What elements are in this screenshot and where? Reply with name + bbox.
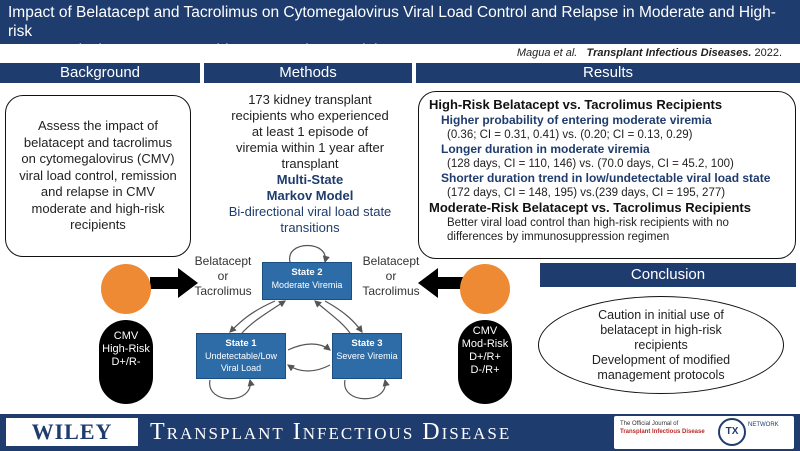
state2-to-state3-arrow <box>324 300 363 333</box>
conclusion-line-1: Caution in initial use of <box>598 307 724 322</box>
state1-self-loop <box>209 378 255 400</box>
official-journal-note: The Official Journal of Transplant Infec… <box>620 420 705 436</box>
patient-left-line-2: High-Risk <box>102 343 150 355</box>
official-journal-text: The Official Journal of <box>620 421 679 427</box>
citation-journal: Transplant Infectious Diseases. <box>586 47 752 59</box>
methods-heading: Methods <box>279 64 337 81</box>
citation: Magua et al. Transplant Infectious Disea… <box>517 47 782 59</box>
results-box: High-Risk Belatacept vs. Tacrolimus Reci… <box>418 91 796 259</box>
official-journal-name: Transplant Infectious Disease <box>620 429 705 435</box>
citation-year: 2022. <box>754 47 782 59</box>
conclusion-line-3: recipients <box>634 337 688 352</box>
state2-self-loop <box>289 244 330 264</box>
patient-right-line-2: Mod-Risk <box>461 338 509 350</box>
drug-right-line-1: Belatacept <box>362 254 420 268</box>
markov-title-line-1: Multi-State <box>276 172 344 187</box>
wiley-logo: WILEY <box>6 418 138 446</box>
state-2-title: State 2 <box>291 267 323 278</box>
tx-network-logo: TX <box>718 418 746 446</box>
arrow-right-icon <box>150 268 198 298</box>
conclusion-line-2: belatacept in high-risk <box>600 322 722 337</box>
state3-to-state2-arrow <box>314 300 351 334</box>
title-line-1: Impact of Belatacept and Tacrolimus on C… <box>8 4 776 40</box>
result-item-3-detail: (172 days, CI = 148, 195) vs.(239 days, … <box>447 187 726 199</box>
results-high-risk-heading: High-Risk Belatacept vs. Tacrolimus Reci… <box>429 97 723 112</box>
drug-left-line-3: Tacrolimus <box>194 284 252 298</box>
drug-right-line-3: Tacrolimus <box>362 284 420 298</box>
result-item-2-detail: (128 days, CI = 110, 146) vs. (70.0 days… <box>447 158 734 170</box>
person-icon <box>460 264 510 314</box>
background-box: Assess the impact of belatacept and tacr… <box>5 95 191 257</box>
markov-model-title: Multi-State Markov Model <box>215 172 405 204</box>
methods-text: 173 kidney transplant recipients who exp… <box>231 92 389 171</box>
title-line-2: Cytomegalovirus Serostatus Kidney Transp… <box>8 42 407 59</box>
results-mod-risk-text: Better viral load control than high-risk… <box>447 217 729 243</box>
methods-band <box>204 63 412 83</box>
state1-to-state3-arrow <box>287 343 331 351</box>
drug-label-left: Belatacept or Tacrolimus <box>188 254 258 299</box>
footer-journal-title: Transplant Infectious Disease <box>150 419 512 445</box>
state-1-box: State 1 Undetectable/Low Viral Load <box>196 333 286 379</box>
citation-authors: Magua et al. <box>516 47 578 59</box>
result-item-3-label: Shorter duration trend in low/undetectab… <box>441 171 771 185</box>
state-1-title: State 1 <box>225 338 257 349</box>
patient-right-line-4: D-/R+ <box>470 364 500 376</box>
patient-high-risk: CMV High-Risk D+/R- <box>96 264 156 408</box>
results-band <box>416 63 800 83</box>
drug-left-line-1: Belatacept <box>194 254 252 268</box>
conclusion-oval: Caution in initial use of belatacept in … <box>538 296 784 394</box>
markov-title-line-2: Markov Model <box>266 188 354 203</box>
state-3-box: State 3 Severe Viremia <box>332 333 402 379</box>
result-item-1-detail: (0.36; CI = 0.31, 0.41) vs. (0.20; CI = … <box>447 129 693 141</box>
background-text: Assess the impact of belatacept and tacr… <box>19 118 177 233</box>
markov-transition-arrows <box>209 244 390 400</box>
patient-mod-risk-body: CMV Mod-Risk D+/R+ D-/R+ <box>458 320 512 404</box>
state-2-box: State 2 Moderate Viremia <box>262 262 352 300</box>
arrow-left-icon <box>418 268 466 298</box>
state-2-label: Moderate Viremia <box>271 280 343 290</box>
markov-model-subtitle: Bi-directional viral load state transiti… <box>228 204 392 235</box>
patient-high-risk-body: CMV High-Risk D+/R- <box>99 320 153 404</box>
conclusion-heading: Conclusion <box>540 263 796 287</box>
results-mod-risk-heading: Moderate-Risk Belatacept vs. Tacrolimus … <box>429 200 751 215</box>
result-item-2-label: Longer duration in moderate viremia <box>441 142 650 156</box>
state3-self-loop <box>344 378 390 400</box>
state2-to-state1-arrow <box>229 300 276 333</box>
state-3-label: Severe Viremia <box>336 351 398 361</box>
drug-right-line-2: or <box>385 269 397 283</box>
state-1-label: Undetectable/Low Viral Load <box>204 351 278 373</box>
background-heading: Background <box>59 64 141 81</box>
background-band <box>0 63 200 83</box>
person-icon <box>101 264 151 314</box>
drug-left-line-2: or <box>217 269 229 283</box>
state1-to-state2-arrow <box>241 300 287 334</box>
drug-label-right: Belatacept or Tacrolimus <box>356 254 426 299</box>
results-heading: Results <box>582 64 634 81</box>
conclusion-line-5: management protocols <box>597 367 725 382</box>
footer-logo-area <box>614 416 794 449</box>
conclusion-line-4: Development of modified <box>591 352 731 367</box>
tx-network-text: NETWORK <box>748 422 779 428</box>
state-3-title: State 3 <box>351 338 383 349</box>
patient-right-line-1: CMV <box>472 325 498 337</box>
patient-left-line-3: D+/R- <box>111 356 141 368</box>
patient-left-line-1: CMV <box>113 330 139 342</box>
patient-mod-risk: CMV Mod-Risk D+/R+ D-/R+ <box>455 264 515 408</box>
patient-right-line-3: D+/R+ <box>469 351 501 363</box>
poster-title: Impact of Belatacept and Tacrolimus on C… <box>0 0 800 59</box>
result-item-1-label: Higher probability of entering moderate … <box>441 113 712 127</box>
state3-to-state1-arrow <box>287 364 331 372</box>
